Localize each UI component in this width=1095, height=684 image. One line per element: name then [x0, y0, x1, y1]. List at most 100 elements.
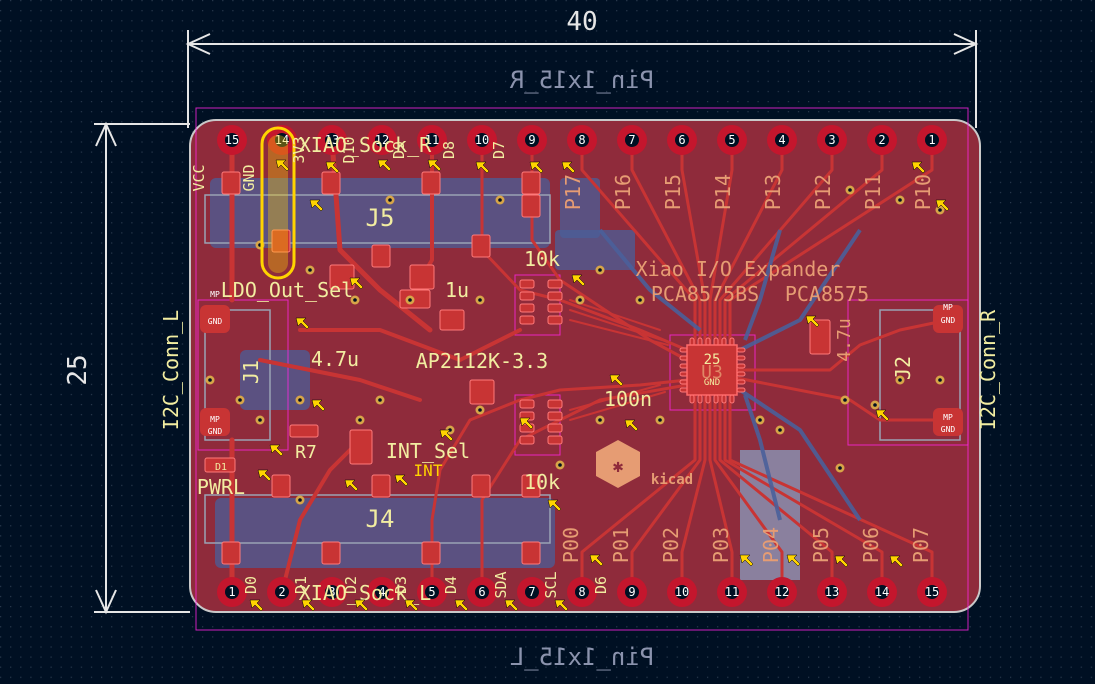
header-pad-bottom[interactable]: 10: [667, 577, 697, 607]
solder-jumper[interactable]: [260, 126, 296, 280]
xiao-sock-r-label: XIAO_Sock_R: [299, 133, 432, 157]
pad-number: 4: [378, 585, 385, 599]
ic-pin-label: 25: [704, 352, 721, 368]
title-line3: PCA8575: [785, 282, 869, 306]
pad-number: 5: [428, 585, 435, 599]
net-label: P15: [661, 174, 685, 210]
header-pad-bottom[interactable]: 14: [867, 577, 897, 607]
net-label: P06: [859, 527, 883, 563]
header-pad-bottom[interactable]: 2: [267, 577, 297, 607]
header-pad-bottom[interactable]: 12: [767, 577, 797, 607]
pad-number: 15: [225, 133, 239, 147]
header-pad-top[interactable]: 10: [467, 125, 497, 155]
j1-label: J1: [239, 360, 263, 384]
header-pad-bottom[interactable]: 1: [217, 577, 247, 607]
ldo-sel-label: LDO_Out_Sel: [221, 278, 353, 302]
pad-number: 14: [875, 585, 889, 599]
int-sel-label: INT_Sel: [386, 439, 470, 463]
net-label: P12: [811, 174, 835, 210]
cap-4u7-r-label: 4.7u: [834, 318, 855, 361]
j1-courtyard: [197, 299, 289, 451]
asterisk-icon: ✱: [613, 456, 624, 477]
pad-number: 11: [725, 585, 739, 599]
net-label: GND: [240, 164, 258, 191]
pad-number: 9: [528, 133, 535, 147]
header-pad-bottom[interactable]: 13: [817, 577, 847, 607]
pad-number: 11: [425, 133, 439, 147]
kicad-text: kicad: [651, 472, 693, 488]
header-pad-bottom[interactable]: 11: [717, 577, 747, 607]
j1-connector[interactable]: MP GND MP GND: [200, 290, 230, 436]
header-pad-bottom[interactable]: 4: [367, 577, 397, 607]
mp-label: MP: [210, 290, 220, 299]
j5-fab-outline: [204, 194, 551, 244]
j2-fab-outline: [879, 309, 961, 441]
header-pad-top[interactable]: 15: [217, 125, 247, 155]
header-pad-bottom[interactable]: 8: [567, 577, 597, 607]
j5-label: J5: [366, 204, 395, 232]
net-label: D7: [490, 141, 508, 159]
vias: [205, 185, 945, 505]
header-pad-top[interactable]: 8: [567, 125, 597, 155]
pad-number: 1: [228, 585, 235, 599]
header-pad-top[interactable]: 6: [667, 125, 697, 155]
header-pad-bottom[interactable]: 9: [617, 577, 647, 607]
header-pad-top[interactable]: 7: [617, 125, 647, 155]
bottom-connector-ref: Pin_1x15_L: [510, 643, 655, 671]
pad-number: 3: [828, 133, 835, 147]
net-label: P03: [709, 527, 733, 563]
header-pad-bottom[interactable]: 3: [317, 577, 347, 607]
net-label: P07: [909, 527, 933, 563]
net-label: D1: [292, 576, 310, 594]
j2-courtyard: [847, 299, 969, 446]
pad-number: 5: [728, 133, 735, 147]
net-label: P14: [711, 174, 735, 210]
dimension-height[interactable]: 25: [63, 121, 190, 615]
top-connector-ref: Pin_1x15_R: [509, 66, 654, 94]
pad-number: 1: [928, 133, 935, 147]
pad-number: 8: [578, 133, 585, 147]
int-label: INT: [414, 461, 443, 480]
i2c-conn-r-label: I2C_Conn_R: [976, 309, 1000, 430]
header-pad-bottom[interactable]: 15: [917, 577, 947, 607]
ic-u3[interactable]: 25 GND U3: [686, 344, 738, 396]
gnd-label: GND: [941, 425, 956, 434]
header-pad-top[interactable]: 5: [717, 125, 747, 155]
gnd-label: GND: [941, 316, 956, 325]
j4-label: J4: [366, 505, 395, 533]
u3-courtyard: [669, 334, 756, 411]
header-pad-top[interactable]: 4: [767, 125, 797, 155]
header-pad-top[interactable]: 9: [517, 125, 547, 155]
ldo-part-label: AP2112K-3.3: [416, 349, 548, 373]
title-line1: Xiao I/O Expander: [636, 257, 841, 281]
net-label: P04: [759, 527, 783, 563]
header-pad-bottom[interactable]: 7: [517, 577, 547, 607]
mp-label: MP: [943, 303, 953, 312]
header-pad-top[interactable]: 12: [367, 125, 397, 155]
gnd-label: GND: [208, 427, 223, 436]
pad-number: 12: [775, 585, 789, 599]
pad-number: 10: [475, 133, 489, 147]
pad-number: 8: [578, 585, 585, 599]
pad-number: 2: [878, 133, 885, 147]
header-pad-top[interactable]: 11: [417, 125, 447, 155]
header-pad-bottom[interactable]: 5: [417, 577, 447, 607]
cap-100n-label: 100n: [604, 387, 652, 411]
dimension-width[interactable]: 40: [185, 7, 979, 128]
net-label: D3: [392, 576, 410, 594]
d1-label: D1: [215, 462, 227, 473]
net-label: D9: [390, 141, 408, 159]
net-label: P00: [559, 527, 583, 563]
net-label: P01: [609, 527, 633, 563]
j2-connector[interactable]: MP GND MP GND: [933, 303, 963, 436]
gnd-label: GND: [208, 317, 223, 326]
header-pad-top[interactable]: 3: [817, 125, 847, 155]
header-pad-top[interactable]: 2: [867, 125, 897, 155]
header-pad-bottom[interactable]: 6: [467, 577, 497, 607]
header-pad-top[interactable]: 13: [317, 125, 347, 155]
net-label: D6: [592, 576, 610, 594]
header-pad-top[interactable]: 1: [917, 125, 947, 155]
